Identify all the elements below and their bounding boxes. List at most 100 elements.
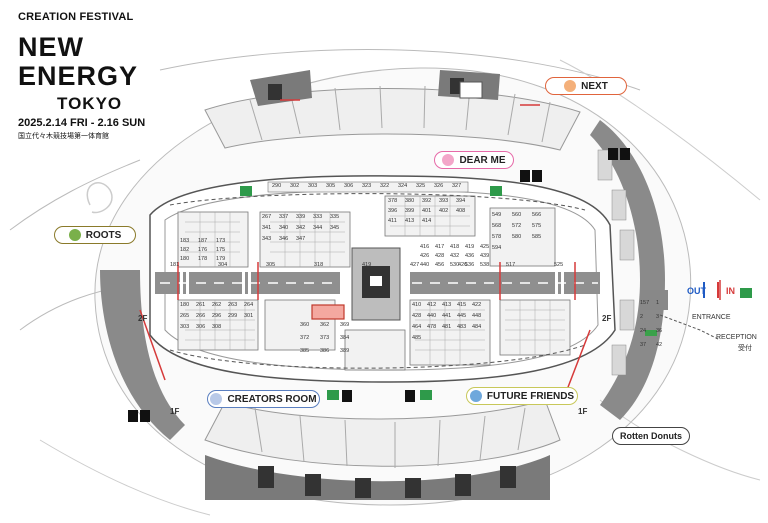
booth-360[interactable]: 360 [300,322,310,328]
booth-392[interactable]: 392 [422,198,432,204]
booth-393[interactable]: 393 [439,198,449,204]
booth-536[interactable]: 536 [465,262,475,268]
zone-creators-room[interactable]: CREATORS ROOM [207,390,320,408]
booth-394[interactable]: 394 [456,198,466,204]
booth-306[interactable]: 306 [344,183,354,189]
booth-575[interactable]: 575 [532,223,542,229]
booth-299[interactable]: 299 [228,313,238,319]
booth-478[interactable]: 478 [427,324,437,330]
booth-318[interactable]: 318 [314,262,324,268]
booth-345[interactable]: 345 [330,225,340,231]
shop-rotten-donuts[interactable]: Rotten Donuts [612,427,690,445]
booth-580[interactable]: 580 [512,234,522,240]
booth-157[interactable]: 157 [640,300,650,306]
booth-179[interactable]: 179 [216,256,226,262]
booth-42[interactable]: 42 [656,342,663,348]
booth-308[interactable]: 308 [212,324,222,330]
booth-175[interactable]: 175 [216,247,226,253]
booth-303[interactable]: 303 [308,183,318,189]
booth-419[interactable]: 419 [465,244,475,250]
booth-341[interactable]: 341 [262,225,272,231]
booth-432[interactable]: 432 [450,253,460,259]
booth-396[interactable]: 396 [388,208,398,214]
booth-187[interactable]: 187 [198,238,208,244]
booth-426[interactable]: 426 [458,262,468,268]
booth-346[interactable]: 346 [279,236,289,242]
zone-roots[interactable]: ROOTS [54,226,136,244]
booth-304[interactable]: 304 [218,262,228,268]
booth-1[interactable]: 1 [656,300,660,306]
booth-37[interactable]: 37 [640,342,647,348]
booth-183[interactable]: 183 [180,238,190,244]
booth-414[interactable]: 414 [422,218,432,224]
booth-347[interactable]: 347 [296,236,306,242]
booth-180[interactable]: 180 [180,302,190,308]
booth-566[interactable]: 566 [532,212,542,218]
booth-530[interactable]: 530 [450,262,460,268]
booth-372[interactable]: 372 [300,335,310,341]
booth-549[interactable]: 549 [492,212,502,218]
booth-426[interactable]: 426 [420,253,430,259]
zone-future-friends[interactable]: FUTURE FRIENDS [466,387,578,405]
booth-448[interactable]: 448 [472,313,482,319]
booth-416[interactable]: 416 [420,244,430,250]
booth-265[interactable]: 265 [180,313,190,319]
booth-301[interactable]: 301 [244,313,254,319]
booth-378[interactable]: 378 [388,198,398,204]
booth-340[interactable]: 340 [279,225,289,231]
booth-585[interactable]: 585 [532,234,542,240]
booth-413[interactable]: 413 [405,218,415,224]
booth-344[interactable]: 344 [313,225,323,231]
booth-181[interactable]: 181 [170,262,180,268]
booth-436[interactable]: 436 [465,253,475,259]
booth-385[interactable]: 385 [300,348,310,354]
booth-290[interactable]: 290 [272,183,282,189]
booth-36[interactable]: 36 [656,328,663,334]
booth-418[interactable]: 418 [450,244,460,250]
booth-178[interactable]: 178 [198,256,208,262]
booth-305[interactable]: 305 [326,183,336,189]
booth-484[interactable]: 484 [472,324,482,330]
booth-439[interactable]: 439 [480,253,490,259]
booth-322[interactable]: 322 [380,183,390,189]
booth-24[interactable]: 24 [640,328,647,334]
booth-343[interactable]: 343 [262,236,272,242]
booth-399[interactable]: 399 [405,208,415,214]
booth-538[interactable]: 538 [480,262,490,268]
booth-380[interactable]: 380 [405,198,415,204]
booth-3[interactable]: 3 [656,314,660,320]
booth-262[interactable]: 262 [212,302,222,308]
booth-402[interactable]: 402 [439,208,449,214]
booth-180[interactable]: 180 [180,256,190,262]
booth-337[interactable]: 337 [279,214,289,220]
booth-594[interactable]: 594 [492,245,502,251]
booth-325[interactable]: 325 [416,183,426,189]
booth-572[interactable]: 572 [512,223,522,229]
booth-425[interactable]: 425 [480,244,490,250]
booth-427[interactable]: 427 [410,262,420,268]
booth-296[interactable]: 296 [212,313,222,319]
booth-410[interactable]: 410 [412,302,422,308]
booth-485[interactable]: 485 [412,335,422,341]
booth-428[interactable]: 428 [435,253,445,259]
booth-306[interactable]: 306 [196,324,206,330]
zone-next[interactable]: NEXT [545,77,627,95]
booth-525[interactable]: 525 [554,262,564,268]
booth-456[interactable]: 456 [435,262,445,268]
booth-419[interactable]: 419 [362,262,372,268]
booth-176[interactable]: 176 [198,247,208,253]
zone-dear-me[interactable]: DEAR ME [434,151,514,169]
booth-386[interactable]: 386 [320,348,330,354]
booth-263[interactable]: 263 [228,302,238,308]
booth-560[interactable]: 560 [512,212,522,218]
booth-373[interactable]: 373 [320,335,330,341]
booth-264[interactable]: 264 [244,302,254,308]
booth-411[interactable]: 411 [388,218,397,224]
booth-578[interactable]: 578 [492,234,502,240]
booth-305[interactable]: 305 [266,262,276,268]
booth-413[interactable]: 413 [442,302,452,308]
booth-362[interactable]: 362 [320,322,330,328]
booth-415[interactable]: 415 [457,302,467,308]
booth-389[interactable]: 389 [340,348,350,354]
booth-182[interactable]: 182 [180,247,190,253]
